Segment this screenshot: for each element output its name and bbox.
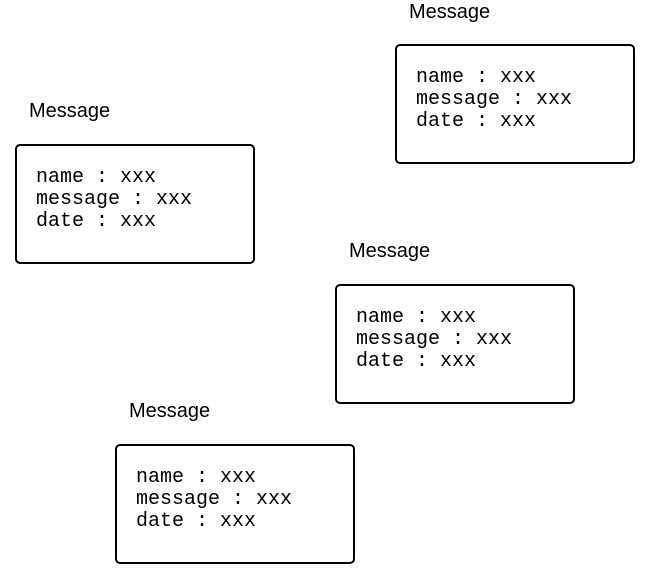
message-card: name : xxx message : xxx date : xxx: [15, 144, 255, 264]
message-date-line: date : xxx: [416, 110, 537, 133]
message-text-line: message : xxx: [416, 88, 573, 111]
message-date-line: date : xxx: [136, 510, 257, 533]
message-text-line: message : xxx: [36, 188, 193, 211]
message-card: name : xxx message : xxx date : xxx: [395, 44, 635, 164]
message-title: Message: [409, 1, 491, 23]
message-title: Message: [349, 240, 431, 262]
message-date-line: date : xxx: [36, 210, 157, 233]
message-name-line: name : xxx: [416, 66, 537, 89]
message-title: Message: [29, 100, 111, 122]
message-name-line: name : xxx: [36, 166, 157, 189]
message-card: name : xxx message : xxx date : xxx: [335, 284, 575, 404]
message-name-line: name : xxx: [136, 466, 257, 489]
message-name-line: name : xxx: [356, 306, 477, 329]
message-text-line: message : xxx: [356, 328, 513, 351]
message-date-line: date : xxx: [356, 350, 477, 373]
message-text-line: message : xxx: [136, 488, 293, 511]
message-card: name : xxx message : xxx date : xxx: [115, 444, 355, 564]
message-title: Message: [129, 400, 211, 422]
